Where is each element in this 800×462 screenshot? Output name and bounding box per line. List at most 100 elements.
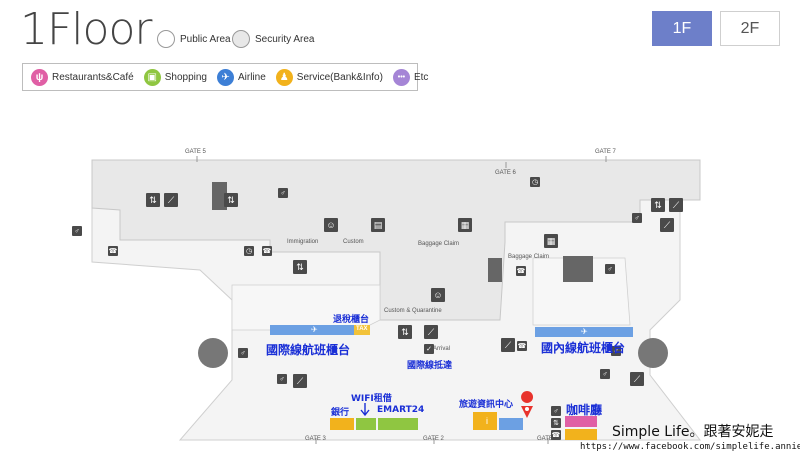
legend-service[interactable]: ♟ Service(Bank&Info) bbox=[275, 68, 383, 86]
airline-shop bbox=[499, 418, 523, 430]
intl-counter-bar bbox=[270, 325, 354, 335]
officer-icon: ☺ bbox=[431, 288, 445, 302]
escalator-icon: ⟋ bbox=[293, 374, 307, 388]
shaft-1 bbox=[212, 182, 227, 210]
security-area-toggle[interactable]: Security Area bbox=[232, 30, 314, 48]
restroom-icon: ♂ bbox=[72, 226, 82, 236]
arrival-icon: ✓ bbox=[424, 344, 434, 354]
intl-counter-airplane-icon: ✈ bbox=[311, 325, 318, 334]
escalator-icon: ⟋ bbox=[424, 325, 438, 339]
dom-counter-annotation: 國內線航班櫃台 bbox=[541, 341, 626, 355]
page-title: 1Floor bbox=[20, 4, 152, 55]
security-area-radio[interactable] bbox=[232, 30, 250, 48]
legend-service-label: Service(Bank&Info) bbox=[296, 71, 383, 83]
legend-restaurants-label: Restaurants&Café bbox=[52, 71, 134, 83]
dots-icon: ••• bbox=[392, 68, 410, 86]
restroom-icon: ♂ bbox=[605, 264, 615, 274]
legend-restaurants[interactable]: ψ Restaurants&Café bbox=[31, 68, 134, 86]
bank-shop bbox=[330, 418, 354, 430]
cafe-shop-2 bbox=[565, 429, 597, 440]
phone-icon: ☎ bbox=[516, 266, 526, 276]
gate-3-label: GATE 3 bbox=[305, 436, 326, 442]
phone-icon: ☎ bbox=[262, 246, 272, 256]
intl-counter-annotation: 國際線航班櫃台 bbox=[266, 343, 351, 357]
pillar-left bbox=[198, 338, 228, 368]
elevator-icon: ⇅ bbox=[551, 418, 561, 428]
wifi-arrow-icon bbox=[360, 403, 370, 417]
restroom-icon: ♂ bbox=[632, 213, 642, 223]
legend: ψ Restaurants&Café ▣ Shopping ✈ Airline … bbox=[22, 63, 428, 91]
watermark-title: Simple Life。跟著安妮走 bbox=[612, 424, 774, 440]
clock-icon: ◷ bbox=[530, 177, 540, 187]
custom-label: Custom bbox=[343, 239, 364, 245]
restroom-icon: ♂ bbox=[600, 369, 610, 379]
baggage-icon: ▦ bbox=[458, 218, 472, 232]
escalator-icon: ⟋ bbox=[630, 372, 644, 386]
bank-annotation: 銀行 bbox=[331, 408, 350, 418]
gate-5-label: GATE 5 bbox=[185, 149, 206, 155]
location-pin-icon bbox=[521, 391, 534, 418]
phone-icon: ☎ bbox=[108, 246, 118, 256]
legend-shopping-label: Shopping bbox=[164, 71, 207, 83]
baggage-claim-1-label: Baggage Claim bbox=[418, 241, 460, 247]
tax-label: TAX bbox=[356, 326, 368, 332]
wifi-annotation: WIFI租借 bbox=[351, 394, 392, 404]
elevator-icon: ⇅ bbox=[651, 198, 665, 212]
airplane-icon: ✈ bbox=[216, 68, 234, 86]
emart-annotation: EMART24 bbox=[377, 405, 425, 415]
restroom-icon: ♂ bbox=[238, 348, 248, 358]
fork-knife-icon: ψ bbox=[31, 68, 48, 86]
emart-shop bbox=[378, 418, 418, 430]
customs-icon: ▤ bbox=[371, 218, 385, 232]
info-icon: i bbox=[480, 414, 494, 428]
restroom-icon: ♂ bbox=[611, 346, 621, 356]
phone-icon: ☎ bbox=[551, 430, 561, 440]
restroom-icon: ♂ bbox=[278, 188, 288, 198]
gate-7-label: GATE 7 bbox=[595, 149, 616, 155]
shaft-2 bbox=[488, 258, 502, 282]
security-area-label: Security Area bbox=[255, 33, 315, 45]
elevator-icon: ⇅ bbox=[398, 325, 412, 339]
location-pin-dot bbox=[525, 407, 529, 411]
shaft-3 bbox=[563, 256, 593, 282]
tourist-info-annotation: 旅遊資訊中心 bbox=[459, 400, 514, 410]
public-area-toggle[interactable]: Public Area bbox=[157, 30, 231, 48]
cafe-annotation: 咖啡廳 bbox=[566, 403, 603, 417]
custom-quarantine-label: Custom & Quarantine bbox=[384, 308, 442, 314]
gate-2-label: GATE 2 bbox=[423, 436, 444, 442]
watermark-url: https://www.facebook.com/simplelife.anni… bbox=[580, 442, 800, 452]
dom-counter-airplane-icon: ✈ bbox=[581, 327, 588, 336]
legend-airline[interactable]: ✈ Airline bbox=[216, 68, 266, 86]
escalator-icon: ⟋ bbox=[501, 338, 515, 352]
intl-arrival-annotation: 國際線抵達 bbox=[407, 361, 453, 371]
legend-etc[interactable]: ••• Etc bbox=[392, 68, 429, 86]
tax-refund-annotation: 退稅櫃台 bbox=[333, 315, 370, 325]
floor-1f-button[interactable]: 1F bbox=[652, 11, 712, 46]
legend-etc-label: Etc bbox=[413, 71, 429, 83]
escalator-icon: ⟋ bbox=[669, 198, 683, 212]
wifi-shop bbox=[356, 418, 376, 430]
officer-icon: ☺ bbox=[324, 218, 338, 232]
escalator-icon: ⟋ bbox=[660, 218, 674, 232]
public-area-label: Public Area bbox=[180, 33, 231, 45]
elevator-icon: ⇅ bbox=[224, 193, 238, 207]
service-icon: ♟ bbox=[275, 68, 293, 86]
gate-1-label: GATE 1 bbox=[537, 436, 558, 442]
gate-6-label: GATE 6 bbox=[495, 170, 516, 176]
baggage-icon: ▦ bbox=[544, 234, 558, 248]
arrival-label: Arrival bbox=[433, 346, 451, 352]
legend-shopping[interactable]: ▣ Shopping bbox=[143, 68, 207, 86]
immigration-label: Immigration bbox=[287, 239, 319, 245]
elevator-icon: ⇅ bbox=[293, 260, 307, 274]
escalator-icon: ⟋ bbox=[164, 193, 178, 207]
dom-counter-bar bbox=[535, 327, 633, 337]
gift-icon: ▣ bbox=[143, 68, 161, 86]
pillar-right bbox=[638, 338, 668, 368]
floor-2f-button[interactable]: 2F bbox=[720, 11, 780, 46]
restroom-icon: ♂ bbox=[277, 374, 287, 384]
tax-bar bbox=[354, 325, 370, 335]
phone-icon: ☎ bbox=[517, 341, 527, 351]
public-area-radio[interactable] bbox=[157, 30, 175, 48]
baggage-claim-2-label: Baggage Claim bbox=[508, 254, 550, 260]
